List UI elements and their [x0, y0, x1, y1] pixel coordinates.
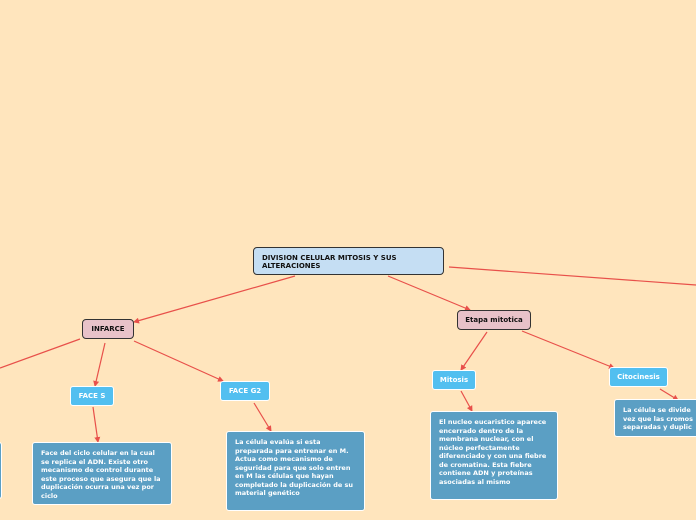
description-citocinesis[interactable]: La célula se divide vez que las cromos s…: [614, 399, 696, 437]
link-root-infarce: [133, 275, 296, 324]
subtopic-face-s[interactable]: FACE S: [70, 386, 114, 406]
link-etapa-citocinesis: [521, 330, 615, 369]
description-citocinesis-line-2: vez que las cromos: [623, 414, 694, 423]
description-face-s-text: Face del ciclo celular en la cual se rep…: [41, 449, 161, 500]
subtopic-citocinesis-label: Citocinesis: [617, 373, 660, 381]
topic-infarce-label: INFARCE: [91, 325, 125, 333]
link-citocinesis-desc: [659, 388, 679, 401]
link-root-etapa: [387, 275, 471, 311]
link-face-g2-desc: [253, 402, 272, 432]
topic-infarce[interactable]: INFARCE: [82, 319, 134, 339]
root-topic-label: DIVISION CELULAR MITOSIS Y SUS ALTERACIO…: [262, 254, 397, 270]
subtopic-face-s-label: FACE S: [78, 392, 106, 400]
link-infarce-offscreen: [0, 338, 81, 369]
description-face-g2-text: La célula evalúa si esta preparada para …: [235, 438, 354, 497]
description-face-g2[interactable]: La célula evalúa si esta preparada para …: [226, 431, 365, 511]
subtopic-face-g2-label: FACE G2: [228, 387, 262, 395]
description-offscreen-left[interactable]: [0, 442, 2, 499]
subtopic-mitosis-label: Mitosis: [439, 376, 469, 384]
link-infarce-face-g2: [133, 340, 224, 382]
link-mitosis-desc: [460, 390, 473, 412]
description-citocinesis-line-3: separadas y duplic: [623, 423, 692, 431]
link-infarce-face-s: [93, 342, 106, 387]
link-etapa-mitosis: [460, 331, 488, 371]
description-face-s[interactable]: Face del ciclo celular en la cual se rep…: [32, 442, 172, 505]
subtopic-citocinesis[interactable]: Citocinesis: [609, 367, 668, 387]
topic-etapa-mitotica-label: Etapa mitotica: [465, 316, 523, 324]
link-root-offscreen: [448, 266, 696, 286]
description-mitosis[interactable]: El nucleo eucaristico aparece encerrado …: [430, 411, 558, 500]
link-face-s-desc: [92, 406, 101, 443]
subtopic-mitosis[interactable]: Mitosis: [432, 370, 476, 390]
description-mitosis-text: El nucleo eucaristico aparece encerrado …: [439, 418, 547, 486]
subtopic-face-g2[interactable]: FACE G2: [220, 381, 270, 401]
topic-etapa-mitotica[interactable]: Etapa mitotica: [457, 310, 531, 330]
root-topic[interactable]: DIVISION CELULAR MITOSIS Y SUS ALTERACIO…: [253, 247, 444, 275]
description-citocinesis-line-1: La célula se divide: [623, 406, 691, 414]
